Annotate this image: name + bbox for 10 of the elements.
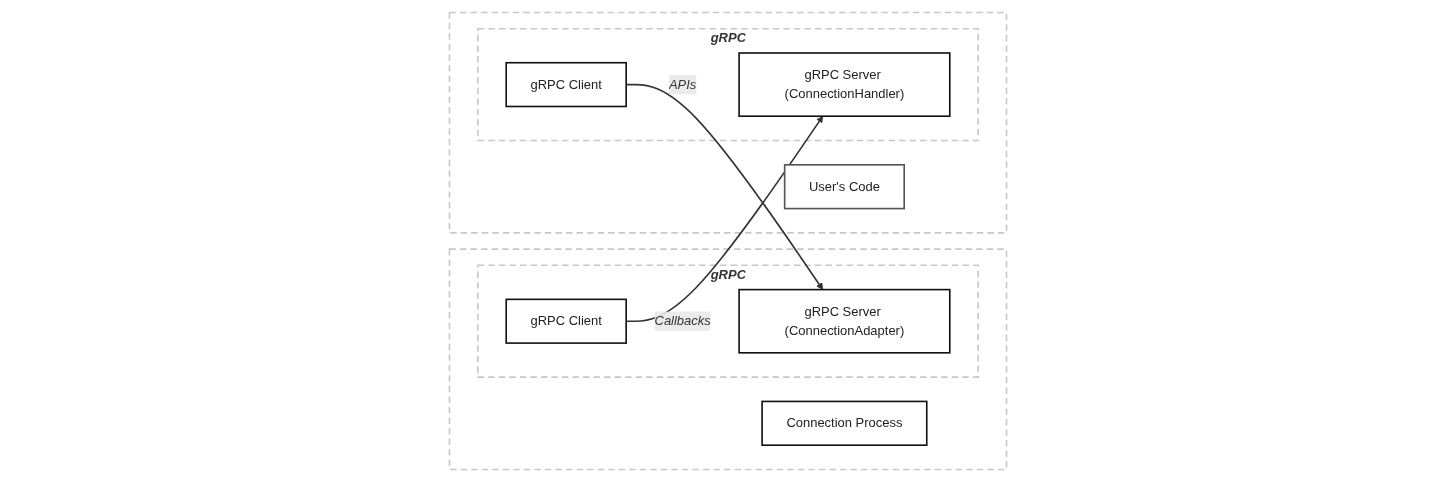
edge-label: APIs [668,77,697,92]
cluster [448,11,1008,234]
node-box: gRPC Server (ConnectionHandler) [738,52,951,117]
edge-label: Callbacks [654,313,711,328]
node-box: gRPC Client [505,61,627,108]
node-box: Connection Process [761,400,928,446]
cluster [448,248,1008,471]
node-box: User's Code [783,164,905,210]
node-box: gRPC Client [505,298,627,344]
node-box: gRPC Server (ConnectionAdapter) [738,288,951,354]
